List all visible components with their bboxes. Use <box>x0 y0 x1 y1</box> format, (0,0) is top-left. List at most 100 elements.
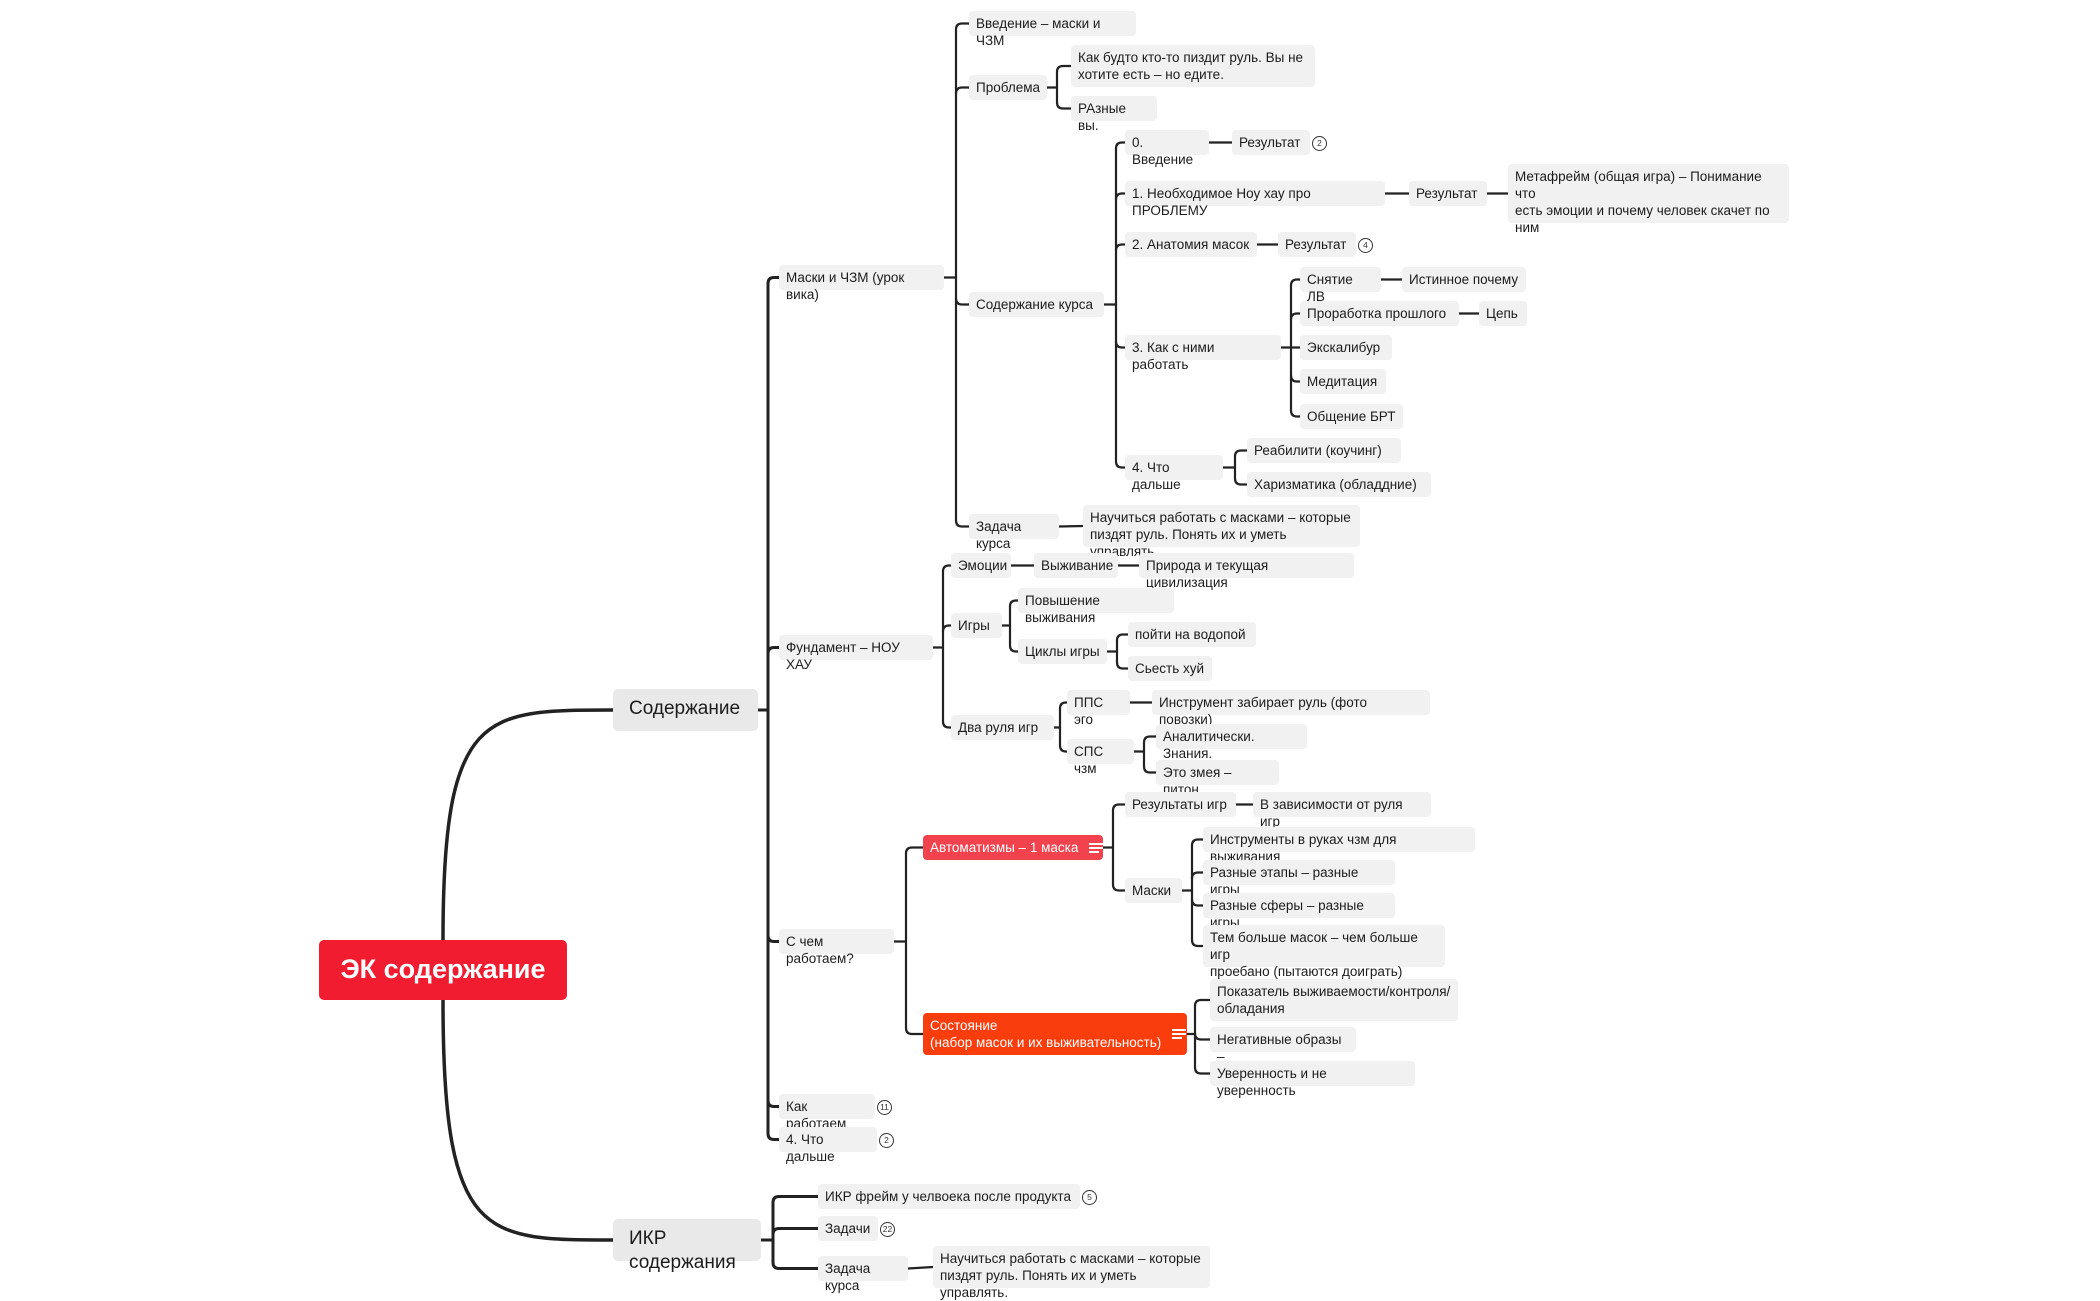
connector <box>1190 838 1205 847</box>
connector <box>1233 477 1249 486</box>
topic-chain[interactable]: Цепь <box>1479 301 1527 326</box>
topic-state[interactable]: Состояние (набор масок и их выживательно… <box>923 1013 1187 1055</box>
topic-games[interactable]: Игры <box>951 613 1002 638</box>
topic-snake[interactable]: Это змея – питон. <box>1156 760 1279 797</box>
connector <box>1289 312 1302 321</box>
connector <box>1142 765 1158 774</box>
topic-two[interactable]: Два руля игр <box>951 715 1054 740</box>
topic-cha[interactable]: Харизматика (обладдние) <box>1247 472 1431 497</box>
branch-content[interactable]: Содержание <box>613 689 758 731</box>
topic-tasks[interactable]: Задачи <box>818 1216 878 1241</box>
topic-s2[interactable]: 2. Анатомия масок <box>1125 232 1257 257</box>
topic-i1[interactable]: Показатель выживаемости/контроля/ облада… <box>1210 979 1458 1021</box>
topic-brt[interactable]: Общение БРТ <box>1300 404 1403 429</box>
topic-dep[interactable]: В зависимости от руля игр <box>1253 792 1431 829</box>
connector <box>954 519 971 528</box>
connector <box>1289 374 1302 383</box>
connector <box>1058 701 1069 710</box>
collapsed-count-badge[interactable]: 4 <box>1358 237 1373 253</box>
topic-m3[interactable]: Разные сферы – разные игры <box>1203 893 1395 930</box>
connector <box>1114 340 1127 349</box>
connector <box>941 624 953 633</box>
topic-ikr-frame[interactable]: ИКР фрейм у челвоека после продукта <box>818 1184 1080 1209</box>
connector <box>441 708 615 942</box>
topic-res[interactable]: Результаты игр <box>1125 792 1236 817</box>
topic-cyc[interactable]: Циклы игры <box>1018 639 1107 664</box>
topic-m4[interactable]: Тем больше масок – чем больше игр проеба… <box>1203 925 1445 979</box>
topic-ikr-task-t[interactable]: Научиться работать с масками – которые п… <box>933 1246 1210 1300</box>
topic-intro[interactable]: Введение – маски и ЧЗМ <box>969 11 1136 48</box>
notes-icon[interactable] <box>1172 1029 1186 1039</box>
connector <box>1111 803 1127 812</box>
topic-course-task[interactable]: Задача курса <box>969 514 1059 551</box>
connector <box>1114 460 1127 469</box>
topic-sps[interactable]: СПС чзм <box>1067 739 1134 776</box>
topic-water[interactable]: пойти на водопой <box>1128 622 1256 647</box>
topic-what-next[interactable]: 4. Что дальше <box>779 1127 877 1164</box>
connector <box>941 720 953 729</box>
connector <box>906 1265 935 1270</box>
connector <box>1233 449 1249 458</box>
topic-automatisms[interactable]: Автоматизмы – 1 маска <box>923 835 1103 860</box>
notes-icon[interactable] <box>1089 843 1103 853</box>
topic-s1[interactable]: 1. Необходимое Ноу хау про ПРОБЛЕМУ <box>1125 181 1385 218</box>
topic-s1m[interactable]: Метафрейм (общая игра) – Понимание что е… <box>1508 164 1789 235</box>
collapsed-count-badge[interactable]: 5 <box>1082 1189 1097 1205</box>
collapsed-count-badge[interactable]: 2 <box>879 1132 894 1148</box>
topic-masks-lesson[interactable]: Маски и ЧЗМ (урок вика) <box>779 265 944 302</box>
topic-s2r[interactable]: Результат <box>1278 232 1356 257</box>
topic-past[interactable]: Проработка прошлого <box>1300 301 1459 326</box>
topic-prob-a[interactable]: Как будто кто-то пиздит руль. Вы не хоти… <box>1071 45 1315 87</box>
topic-nat[interactable]: Природа и текущая цивилизация <box>1139 553 1354 590</box>
topic-s1r[interactable]: Результат <box>1409 181 1487 206</box>
topic-course-content[interactable]: Содержание курса <box>969 292 1104 317</box>
topic-how-we-work[interactable]: Как работаем <box>779 1094 875 1131</box>
topic-surv[interactable]: Выживание <box>1034 553 1118 578</box>
topic-tw[interactable]: Истинное почему <box>1402 267 1526 292</box>
topic-eat[interactable]: Сьесть хуй <box>1128 656 1212 681</box>
connector <box>1115 633 1130 642</box>
topic-s3[interactable]: 3. Как с ними работать <box>1125 335 1281 372</box>
topic-emo[interactable]: Эмоции <box>951 553 1011 578</box>
connector <box>441 998 615 1242</box>
collapsed-count-badge[interactable]: 2 <box>1312 135 1327 151</box>
topic-mk[interactable]: Маски <box>1125 878 1182 903</box>
connector <box>766 1099 781 1108</box>
topic-raise[interactable]: Повышение выживания <box>1018 588 1174 625</box>
topic-i3[interactable]: Уверенность и не уверенность <box>1210 1061 1415 1098</box>
topic-ikr-course-task[interactable]: Задача курса <box>818 1256 908 1293</box>
topic-ana[interactable]: Аналитически. Знания. <box>1156 724 1307 761</box>
topic-tool[interactable]: Инструмент забирает руль (фото повозки) <box>1152 690 1430 727</box>
topic-foundation[interactable]: Фундамент – НОУ ХАУ <box>779 635 933 672</box>
topic-s4[interactable]: 4. Что дальше <box>1125 455 1223 492</box>
topic-problem[interactable]: Проблема <box>969 75 1047 100</box>
topic-pps[interactable]: ППС эго <box>1067 690 1130 727</box>
topic-lv[interactable]: Снятие ЛВ <box>1300 267 1381 304</box>
topic-m2[interactable]: Разные этапы – разные игры <box>1203 860 1395 897</box>
topic-prob-b[interactable]: РАзные вы. <box>1071 96 1157 133</box>
topic-reh[interactable]: Реабилити (коучинг) <box>1247 438 1401 463</box>
topic-s0[interactable]: 0. Введение <box>1125 130 1209 167</box>
connector <box>1115 661 1130 670</box>
connector <box>1008 599 1020 608</box>
topic-med[interactable]: Медитация <box>1300 369 1386 394</box>
connector <box>941 564 953 573</box>
topic-what-we-work-with[interactable]: С чем работаем? <box>779 929 894 966</box>
connector <box>1111 883 1127 892</box>
connector <box>1289 409 1302 418</box>
collapsed-count-badge[interactable]: 22 <box>880 1221 895 1237</box>
central-topic[interactable]: ЭК содержание <box>319 940 567 1000</box>
branch-ikr[interactable]: ИКР содержания <box>613 1219 761 1273</box>
collapsed-count-badge[interactable]: 11 <box>877 1099 892 1115</box>
topic-task-t[interactable]: Научиться работать с масками – которые п… <box>1083 505 1360 559</box>
connector <box>766 934 781 943</box>
connector <box>771 1195 820 1204</box>
connector <box>954 86 971 95</box>
topic-m1[interactable]: Инструменты в руках чзм для выживания <box>1203 827 1475 864</box>
topic-s0r[interactable]: Результат <box>1232 130 1310 155</box>
topic-i2[interactable]: Негативные образы – <box>1210 1027 1356 1064</box>
topic-exc[interactable]: Экскалибур <box>1300 335 1392 360</box>
connector <box>1190 938 1205 948</box>
connector <box>954 22 971 31</box>
connector <box>766 646 781 655</box>
